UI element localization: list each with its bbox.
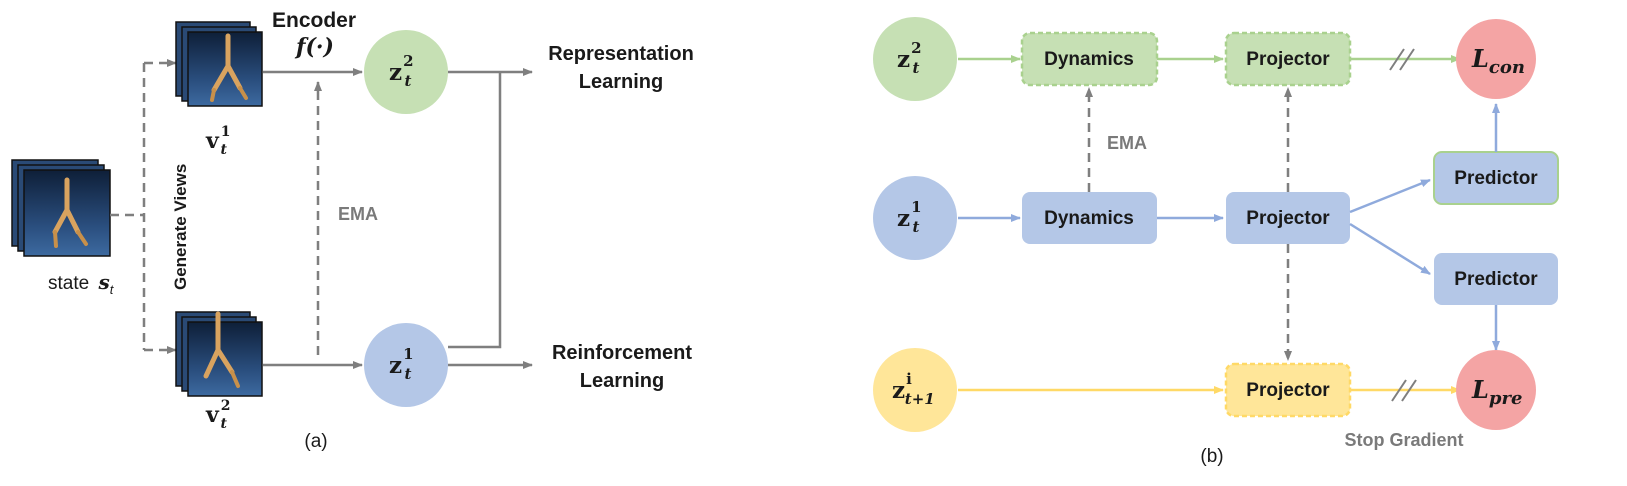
rep-learning-line1: Representation	[548, 43, 694, 65]
svg-text:Projector: Projector	[1246, 380, 1330, 401]
rl-line1: Reinforcement	[552, 342, 692, 364]
projector-to-predictor-bottom-arrow	[1349, 222, 1431, 276]
encoder-function: f(·)	[294, 34, 334, 60]
predictor-box-top: Predictor	[1433, 151, 1559, 205]
caption-a: (a)	[304, 431, 327, 452]
walker-figure-icon	[210, 33, 248, 102]
walker-figure-icon	[52, 177, 88, 248]
loss-pre-node: Lpre	[1456, 350, 1536, 430]
svg-text:z1t: z1t	[897, 198, 922, 236]
rep-learning-line2: Learning	[579, 71, 663, 93]
stop-gradient-label: Stop Gradient	[1344, 430, 1463, 450]
generate-views-arrows	[110, 59, 177, 354]
svg-text:z1t: z1t	[389, 345, 414, 383]
projector-box-yellow: Projector	[1224, 362, 1352, 418]
svg-text:z2t: z2t	[389, 52, 414, 90]
walker-figure-icon	[203, 311, 240, 388]
view2-image-stack	[175, 311, 263, 397]
state-image-stack	[11, 159, 111, 257]
ema-label-b: EMA	[1107, 133, 1147, 153]
stop-gradient-mark-yellow	[1391, 379, 1417, 402]
projector-box-blue: Projector	[1226, 192, 1350, 244]
svg-text:zit+1: zit+1	[892, 370, 935, 408]
svg-text:Dynamics: Dynamics	[1044, 49, 1134, 70]
ema-label-a: EMA	[338, 204, 378, 224]
svg-text:Predictor: Predictor	[1454, 269, 1538, 290]
predictor-box-bottom: Predictor	[1434, 253, 1558, 305]
projector-to-predictor-top-arrow	[1349, 178, 1431, 214]
dynamics-box-green: Dynamics	[1020, 31, 1159, 87]
svg-text:Projector: Projector	[1246, 208, 1330, 229]
state-label: state st	[48, 270, 115, 297]
z1-to-rep-connector	[448, 72, 502, 349]
svg-text:z2t: z2t	[897, 39, 922, 77]
caption-b: (b)	[1200, 446, 1223, 467]
svg-text:Projector: Projector	[1246, 49, 1330, 70]
svg-text:Predictor: Predictor	[1454, 168, 1538, 189]
encoder-title: Encoder	[272, 9, 356, 32]
rl-line2: Learning	[580, 370, 664, 392]
projector-box-green: Projector	[1224, 31, 1352, 87]
svg-text:Dynamics: Dynamics	[1044, 208, 1134, 229]
view1-image-stack	[175, 21, 263, 107]
dynamics-box-blue: Dynamics	[1022, 192, 1157, 244]
svg-text:Lpre: Lpre	[1471, 375, 1522, 409]
svg-text:Lcon: Lcon	[1471, 44, 1525, 78]
loss-con-node: Lcon	[1456, 19, 1536, 99]
generate-views-label: Generate Views	[171, 164, 190, 290]
stop-gradient-mark-green	[1389, 48, 1415, 71]
